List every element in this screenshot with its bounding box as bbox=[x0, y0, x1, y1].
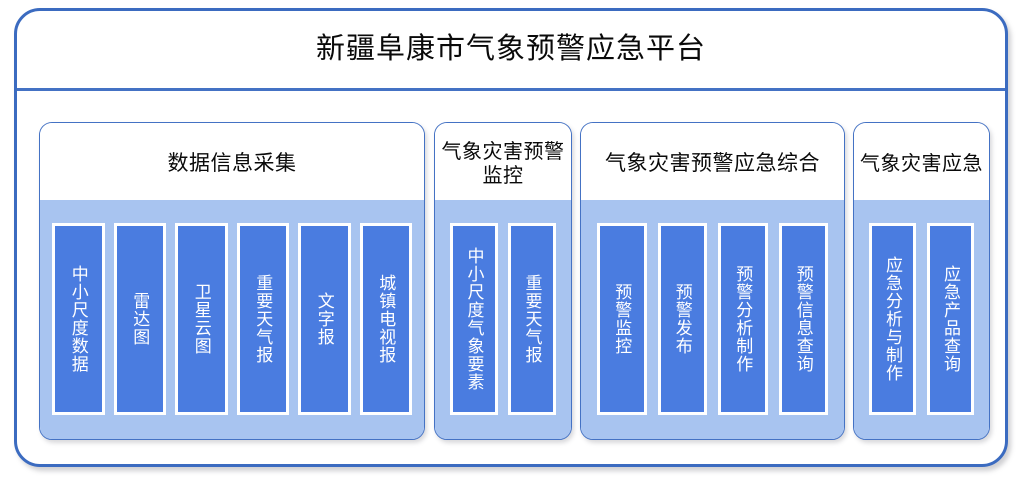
module-group-header: 气象灾害预警应急综合 bbox=[581, 123, 844, 200]
module-tile[interactable]: 中小尺度数据 bbox=[52, 223, 105, 415]
module-tile-label: 城镇电视报 bbox=[376, 274, 396, 364]
module-tile-label: 雷达图 bbox=[130, 292, 150, 346]
module-group-title: 气象灾害预警监控 bbox=[441, 140, 565, 187]
module-tile[interactable]: 预警信息查询 bbox=[778, 223, 828, 415]
module-tile-label: 预警发布 bbox=[672, 283, 692, 355]
module-group-header: 数据信息采集 bbox=[40, 123, 424, 200]
platform-frame: 新疆阜康市气象预警应急平台 数据信息采集 中小尺度数据 雷达图 卫星云图 重要天… bbox=[14, 8, 1008, 467]
module-tile[interactable]: 雷达图 bbox=[113, 223, 166, 415]
page-title: 新疆阜康市气象预警应急平台 bbox=[315, 33, 706, 65]
module-tile-label: 重要天气报 bbox=[522, 274, 542, 364]
module-groups-row: 数据信息采集 中小尺度数据 雷达图 卫星云图 重要天气报 文字报 bbox=[17, 94, 1005, 464]
module-group-header: 气象灾害应急 bbox=[854, 123, 989, 200]
module-group-disaster-emergency[interactable]: 气象灾害应急 应急分析与制作 应急产品查询 bbox=[853, 122, 990, 440]
module-tile[interactable]: 文字报 bbox=[298, 223, 351, 415]
module-tile[interactable]: 应急分析与制作 bbox=[869, 223, 916, 415]
module-tile-label: 预警分析制作 bbox=[733, 265, 753, 373]
module-tile-label: 应急产品查询 bbox=[941, 265, 961, 373]
module-group-body: 中小尺度数据 雷达图 卫星云图 重要天气报 文字报 城镇电视报 bbox=[40, 200, 424, 439]
module-group-body: 应急分析与制作 应急产品查询 bbox=[854, 200, 989, 439]
module-tile-label: 预警信息查询 bbox=[793, 265, 813, 373]
module-tile-label: 重要天气报 bbox=[253, 274, 273, 364]
module-group-data-collection[interactable]: 数据信息采集 中小尺度数据 雷达图 卫星云图 重要天气报 文字报 bbox=[39, 122, 425, 440]
module-tile[interactable]: 预警监控 bbox=[597, 223, 647, 415]
module-tile-label: 文字报 bbox=[314, 292, 334, 346]
module-tile[interactable]: 预警分析制作 bbox=[718, 223, 768, 415]
module-tile-label: 中小尺度数据 bbox=[68, 265, 88, 373]
module-group-title: 数据信息采集 bbox=[167, 151, 297, 175]
module-group-body: 预警监控 预警发布 预警分析制作 预警信息查询 bbox=[581, 200, 844, 439]
module-tile-label: 卫星云图 bbox=[191, 283, 211, 355]
module-tile-label: 中小尺度气象要素 bbox=[464, 247, 484, 391]
module-tile[interactable]: 卫星云图 bbox=[175, 223, 228, 415]
module-tile[interactable]: 中小尺度气象要素 bbox=[450, 223, 498, 415]
module-group-title: 气象灾害预警应急综合 bbox=[605, 151, 820, 175]
module-group-warning-monitoring[interactable]: 气象灾害预警监控 中小尺度气象要素 重要天气报 bbox=[434, 122, 572, 440]
module-tile-label: 应急分析与制作 bbox=[883, 256, 903, 382]
module-group-warning-emergency-integrated[interactable]: 气象灾害预警应急综合 预警监控 预警发布 预警分析制作 预警信息查询 bbox=[580, 122, 845, 440]
module-tile[interactable]: 重要天气报 bbox=[236, 223, 289, 415]
module-tile-label: 预警监控 bbox=[612, 283, 632, 355]
module-group-title: 气象灾害应急 bbox=[860, 152, 983, 175]
module-group-header: 气象灾害预警监控 bbox=[435, 123, 571, 200]
module-tile[interactable]: 城镇电视报 bbox=[359, 223, 412, 415]
module-tile[interactable]: 应急产品查询 bbox=[927, 223, 974, 415]
module-tile[interactable]: 预警发布 bbox=[657, 223, 707, 415]
module-tile[interactable]: 重要天气报 bbox=[508, 223, 556, 415]
platform-title-band: 新疆阜康市气象预警应急平台 bbox=[17, 11, 1005, 91]
module-group-body: 中小尺度气象要素 重要天气报 bbox=[435, 200, 571, 439]
